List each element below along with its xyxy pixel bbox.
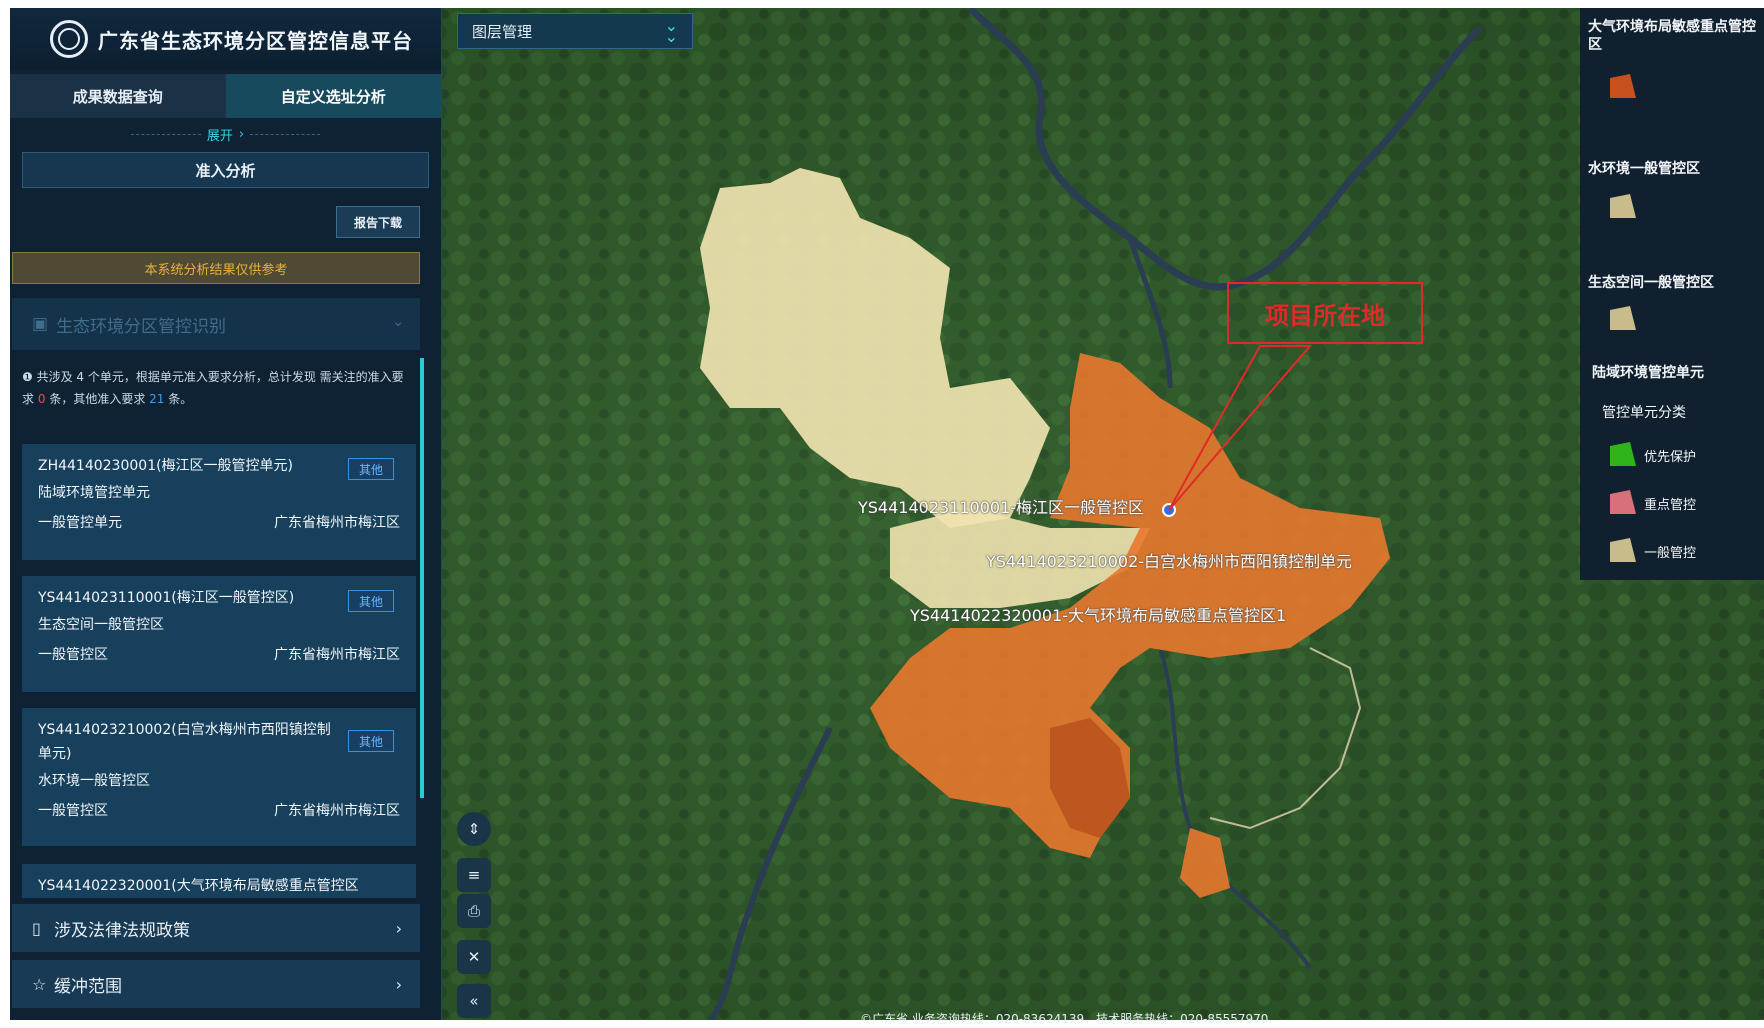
reference-notice: 本系统分析结果仅供参考	[12, 252, 420, 284]
layer-manager-label: 图层管理	[472, 22, 533, 41]
buffer-range-label: 缓冲范围	[54, 976, 122, 997]
legend-panel: 大气环境布局敏感重点管控区 水环境一般管控区 生态空间一般管控区 陆域环境管控单…	[1580, 8, 1764, 580]
tab-custom-site-analysis[interactable]: 自定义选址分析	[225, 74, 441, 118]
layer-manager-dropdown[interactable]: 图层管理 ⌄⌄	[457, 13, 693, 49]
unit-location: 广东省梅州市梅江区	[274, 803, 400, 819]
legend-title-water: 水环境一般管控区	[1588, 161, 1700, 177]
laws-policies-label: 涉及法律法规政策	[54, 920, 190, 941]
basemap-toggle-icon[interactable]: ≡	[457, 858, 491, 892]
legend-swatch-general	[1610, 538, 1636, 562]
unit-type: 陆域环境管控单元	[38, 485, 150, 501]
legend-title-air: 大气环境布局敏感重点管控区	[1588, 19, 1756, 53]
unit-code: YS4414022320001(大气环境布局敏感重点管控区1)	[38, 878, 358, 894]
report-download-button[interactable]: 报告下载	[336, 206, 420, 238]
print-icon[interactable]: ⎙	[457, 894, 491, 928]
book-icon: ▯	[32, 918, 41, 938]
unit-category: 一般管控单元	[38, 515, 122, 531]
title-bar: 广东省生态环境分区管控信息平台	[10, 8, 441, 70]
map-label-ecology-zone[interactable]: YS4414023110001-梅江区一般管控区	[858, 498, 1145, 517]
compass-icon[interactable]: ⇕	[457, 812, 491, 846]
unit-card[interactable]: YS4414023210002(白宫水梅州市西阳镇控制单元) 水环境一般管控区 …	[22, 708, 416, 846]
legend-swatch-priority	[1610, 442, 1636, 466]
info-icon: ❶	[22, 370, 33, 384]
project-location-callout: 项目所在地	[1227, 282, 1423, 344]
expand-label: 展开	[206, 128, 233, 144]
legend-swatch-air	[1610, 74, 1636, 98]
expand-toggle[interactable]: 展开 ›	[10, 118, 441, 150]
unit-category: 一般管控区	[38, 647, 108, 663]
access-analysis-button[interactable]: 准入分析	[22, 152, 429, 188]
unit-type: 生态空间一般管控区	[38, 617, 164, 633]
legend-title-land: 陆域环境管控单元	[1592, 365, 1704, 381]
section-header-zoning-identification[interactable]: ▣ 生态环境分区管控识别 ⌄	[12, 298, 420, 350]
tab-result-query[interactable]: 成果数据查询	[10, 74, 226, 118]
scrollbar-thumb[interactable]	[420, 358, 424, 798]
dark-orange-zone	[1050, 718, 1130, 838]
map-label-water-zone[interactable]: YS4414023210002-白宫水梅州市西阳镇控制单元	[986, 552, 1353, 571]
unit-location: 广东省梅州市梅江区	[274, 515, 400, 531]
chevron-down-icon: ⌄	[392, 314, 404, 330]
legend-title-class: 管控单元分类	[1602, 405, 1686, 421]
chevron-right-icon: ›	[395, 918, 402, 938]
legend-swatch-key	[1610, 490, 1636, 514]
table-icon: ▣	[32, 314, 49, 334]
collapse-icon[interactable]: «	[457, 984, 491, 1018]
orange-zone-main[interactable]	[870, 353, 1390, 858]
unit-code: ZH44140230001(梅江区一般管控单元)	[38, 458, 294, 474]
orange-zone-small[interactable]	[1180, 828, 1230, 898]
unit-location: 广东省梅州市梅江区	[274, 647, 400, 663]
measure-icon[interactable]: ✕	[457, 940, 491, 974]
beige-zone-central[interactable]	[890, 508, 1150, 608]
unit-card[interactable]: YS4414022320001(大气环境布局敏感重点管控区1)	[22, 864, 416, 898]
unit-code: YS4414023210002(白宫水梅州市西阳镇控制单元)	[38, 722, 331, 762]
map-label-air-zone[interactable]: YS4414022320001-大气环境布局敏感重点管控区1	[910, 606, 1287, 625]
beige-zone-north[interactable]	[700, 168, 1050, 528]
legend-label-priority: 优先保护	[1644, 450, 1697, 465]
section-label: 生态环境分区管控识别	[56, 316, 227, 337]
chevron-right-icon: ›	[238, 126, 245, 142]
legend-swatch-ecology	[1610, 306, 1636, 330]
app-title: 广东省生态环境分区管控信息平台	[98, 28, 413, 53]
key-count: 0	[37, 392, 46, 406]
double-chevron-down-icon: ⌄⌄	[664, 16, 678, 46]
unit-card[interactable]: ZH44140230001(梅江区一般管控单元) 陆域环境管控单元 一般管控单元…	[22, 444, 416, 560]
legend-swatch-water	[1610, 194, 1636, 218]
callout-pointer	[1168, 345, 1313, 511]
unit-code: YS4414023110001(梅江区一般管控区)	[38, 590, 295, 606]
unit-type: 水环境一般管控区	[38, 773, 150, 789]
unit-tag[interactable]: 其他	[348, 590, 394, 612]
footer-hotline: ©广东省 业务咨询热线：020-83624139，技术服务热线：020-8555…	[860, 1012, 1269, 1026]
emblem-icon	[50, 20, 88, 58]
unit-tag[interactable]: 其他	[348, 730, 394, 752]
analysis-summary: ❶ 共涉及 4 个单元，根据单元准入要求分析，总计发现 需关注的准入要求 0 条…	[22, 370, 404, 406]
unit-category: 一般管控区	[38, 803, 108, 819]
buffer-range-panel[interactable]: ☆ 缓冲范围 ›	[12, 960, 420, 1008]
legend-label-key: 重点管控	[1644, 498, 1697, 513]
scrollbar[interactable]	[420, 358, 424, 798]
laws-policies-panel[interactable]: ▯ 涉及法律法规政策 ›	[12, 904, 420, 952]
chevron-right-icon: ›	[395, 974, 402, 994]
legend-label-general: 一般管控	[1644, 546, 1697, 561]
star-icon: ☆	[32, 974, 47, 994]
other-count: 21	[149, 392, 165, 406]
unit-card[interactable]: YS4414023110001(梅江区一般管控区) 生态空间一般管控区 一般管控…	[22, 576, 416, 692]
legend-title-ecology: 生态空间一般管控区	[1588, 275, 1714, 291]
tab-bar: 成果数据查询 自定义选址分析	[10, 74, 441, 118]
unit-tag[interactable]: 其他	[348, 458, 394, 480]
